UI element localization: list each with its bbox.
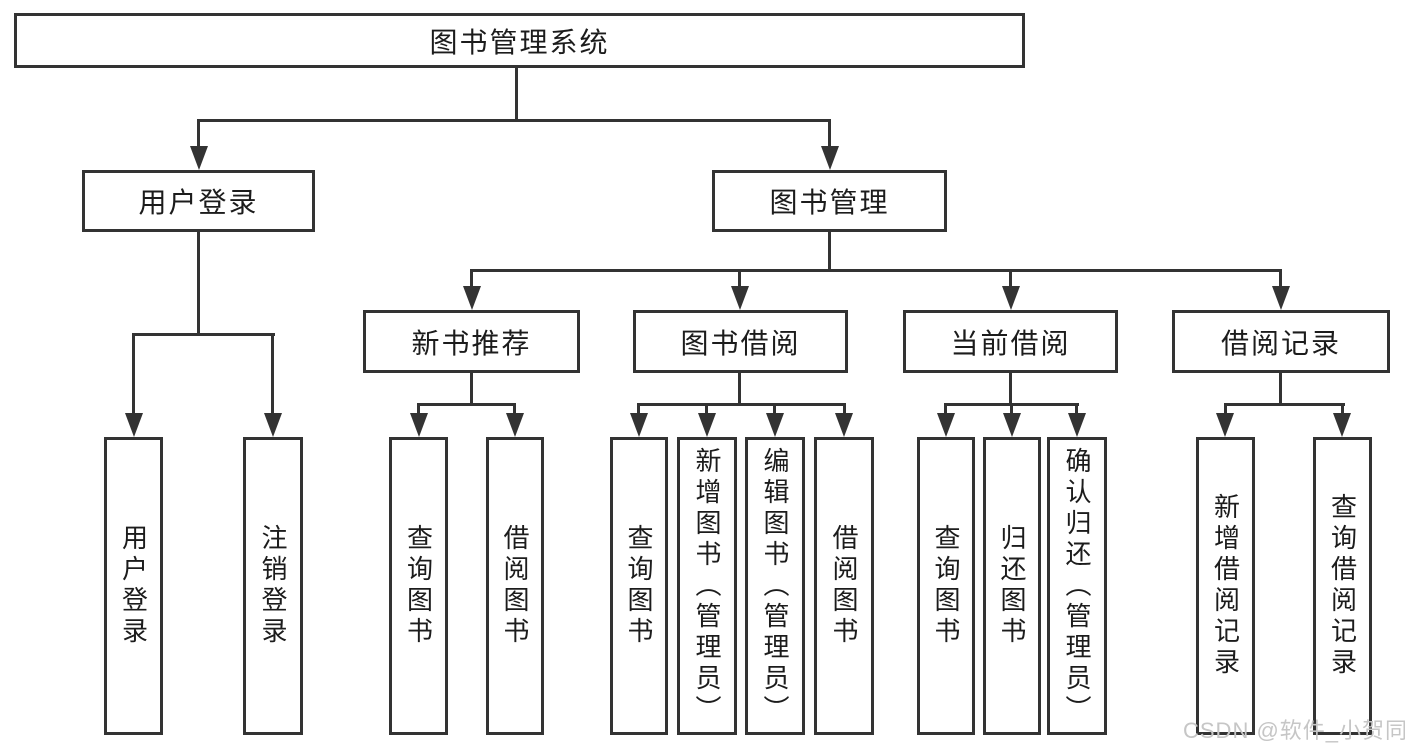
connector-root-stem	[515, 68, 518, 121]
connector-drop	[271, 333, 274, 417]
arrow-down-icon	[1272, 286, 1290, 310]
connector-userlogin-bar	[132, 333, 275, 336]
connector-drop	[1279, 269, 1282, 290]
leaf-recommend-borrow-books: 借阅图书	[486, 437, 544, 735]
leaf-add-borrow-record: 新增借阅记录	[1196, 437, 1255, 735]
arrow-down-icon	[1003, 413, 1021, 437]
connector-drop	[1075, 403, 1078, 417]
node-user-login-label: 用户登录	[138, 187, 259, 218]
leaf-borrow-books-label: 借阅图书	[829, 524, 859, 648]
node-root-label: 图书管理系统	[429, 26, 610, 58]
connector-bar	[1224, 403, 1345, 406]
leaf-add-borrow-record-label: 新增借阅记录	[1210, 493, 1241, 679]
leaf-edit-book-admin: 编辑图书（管理员）	[745, 437, 805, 735]
leaf-return-books: 归还图书	[983, 437, 1041, 735]
connector-userlogin-stem	[197, 232, 200, 335]
leaf-add-book-admin: 新增图书（管理员）	[677, 437, 737, 735]
leaf-query-borrow-record: 查询借阅记录	[1313, 437, 1372, 735]
connector-drop	[1341, 403, 1344, 417]
connector-drop	[738, 269, 741, 290]
connector-drop	[944, 403, 947, 417]
node-new-book-recommend: 新书推荐	[363, 310, 580, 373]
connector-level2-bar	[197, 119, 831, 122]
arrow-down-icon	[1068, 413, 1086, 437]
arrow-down-icon	[506, 413, 524, 437]
leaf-current-query-books-label: 查询图书	[931, 524, 961, 648]
node-borrow-records-label: 借阅记录	[1220, 327, 1341, 359]
arrow-down-icon	[1216, 413, 1234, 437]
arrow-down-icon	[463, 286, 481, 310]
leaf-recommend-borrow-books-label: 借阅图书	[500, 524, 530, 648]
arrow-down-icon	[1333, 413, 1351, 437]
connector-bar	[417, 403, 516, 406]
connector-stem	[470, 373, 473, 406]
connector-stem	[738, 373, 741, 406]
leaf-confirm-return-admin: 确认归还（管理员）	[1047, 437, 1107, 735]
leaf-user-login-label: 用户登录	[118, 524, 149, 648]
leaf-add-book-admin-label: 新增图书（管理员）	[692, 446, 722, 726]
node-new-book-recommend-label: 新书推荐	[411, 327, 532, 359]
connector-drop	[417, 403, 420, 417]
arrow-down-icon	[1002, 286, 1020, 310]
arrow-down-icon	[937, 413, 955, 437]
connector-drop	[513, 403, 516, 417]
connector-drop	[132, 333, 135, 417]
leaf-current-query-books: 查询图书	[917, 437, 975, 735]
arrow-down-icon	[190, 146, 208, 170]
connector-stem	[1279, 373, 1282, 406]
connector-drop	[1009, 269, 1012, 290]
connector-drop	[773, 403, 776, 417]
csdn-watermark: CSDN @软件_小贺同学	[1183, 718, 1405, 743]
leaf-logout: 注销登录	[243, 437, 303, 735]
leaf-recommend-query-books-label: 查询图书	[403, 524, 434, 648]
leaf-recommend-query-books: 查询图书	[389, 437, 448, 735]
node-book-mgmt-label: 图书管理	[769, 187, 890, 218]
arrow-down-icon	[835, 413, 853, 437]
node-current-borrow-label: 当前借阅	[950, 327, 1071, 359]
leaf-return-books-label: 归还图书	[997, 524, 1027, 648]
connector-bookmgmt-stem	[828, 232, 831, 272]
node-book-mgmt: 图书管理	[712, 170, 947, 232]
leaf-user-login: 用户登录	[104, 437, 163, 735]
node-book-borrow-label: 图书借阅	[680, 327, 801, 359]
connector-drop	[705, 403, 708, 417]
connector-drop	[828, 119, 831, 150]
leaf-borrow-query-books-label: 查询图书	[624, 524, 654, 648]
leaf-borrow-books: 借阅图书	[814, 437, 874, 735]
leaf-borrow-query-books: 查询图书	[610, 437, 668, 735]
arrow-down-icon	[630, 413, 648, 437]
leaf-confirm-return-admin-label: 确认归还（管理员）	[1062, 446, 1092, 726]
arrow-down-icon	[698, 413, 716, 437]
leaf-query-borrow-record-label: 查询借阅记录	[1327, 493, 1358, 679]
connector-bar	[637, 403, 846, 406]
node-user-login: 用户登录	[82, 170, 315, 232]
arrow-down-icon	[264, 413, 282, 437]
connector-drop	[1010, 403, 1013, 417]
connector-drop	[637, 403, 640, 417]
node-root: 图书管理系统	[14, 13, 1025, 68]
leaf-logout-label: 注销登录	[258, 524, 288, 648]
node-current-borrow: 当前借阅	[903, 310, 1118, 373]
arrow-down-icon	[125, 413, 143, 437]
connector-stem	[1009, 373, 1012, 406]
arrow-down-icon	[766, 413, 784, 437]
connector-drop	[1224, 403, 1227, 417]
connector-drop	[197, 119, 200, 150]
connector-drop	[470, 269, 473, 290]
node-book-borrow: 图书借阅	[633, 310, 848, 373]
connector-drop	[843, 403, 846, 417]
arrow-down-icon	[821, 146, 839, 170]
leaf-edit-book-admin-label: 编辑图书（管理员）	[760, 446, 790, 726]
node-borrow-records: 借阅记录	[1172, 310, 1390, 373]
arrow-down-icon	[731, 286, 749, 310]
arrow-down-icon	[410, 413, 428, 437]
connector-level3-bar	[470, 269, 1282, 272]
